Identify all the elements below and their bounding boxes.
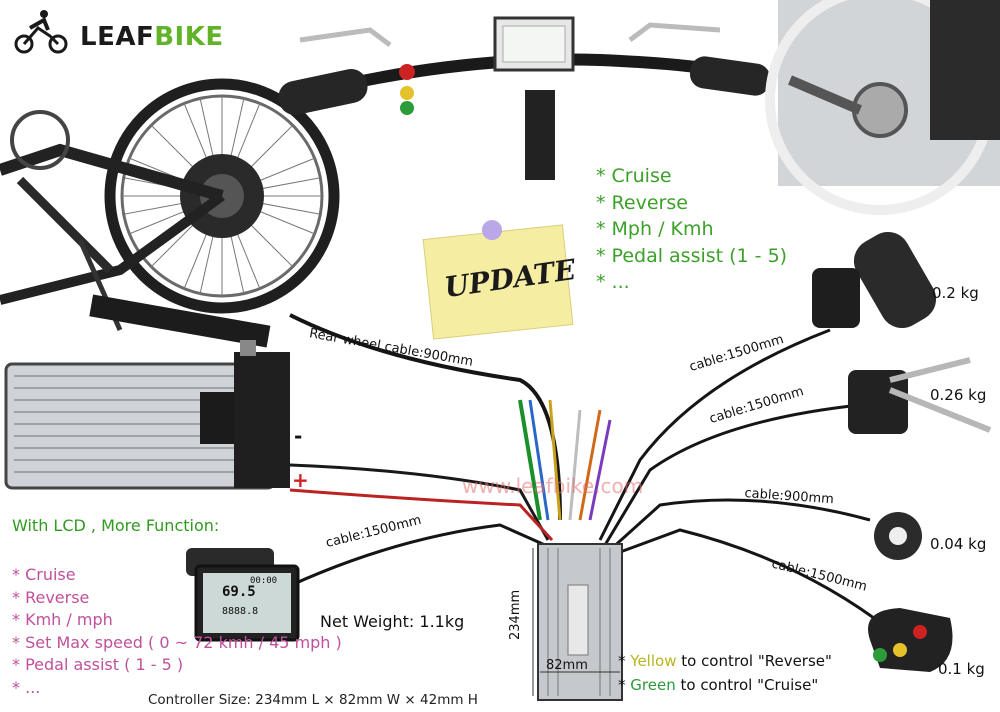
lcd-heading: With LCD , More Function:	[12, 516, 220, 535]
controller-dimension-lines	[532, 548, 620, 696]
control-switch	[868, 608, 953, 672]
weight-throttle: 0.2 kg	[932, 284, 979, 302]
wheel-closeup-photo	[765, 0, 1000, 215]
weight-brake: 0.26 kg	[930, 386, 987, 404]
lcd-speed-readout: 69.5	[222, 584, 256, 600]
battery-pack	[4, 340, 290, 490]
note-cruise: * Green to control "Cruise"	[618, 676, 818, 694]
controller-size: Controller Size: 234mm L × 82mm W × 42mm…	[148, 692, 478, 708]
cable-bundle	[259, 313, 891, 632]
list-item: * Reverse	[596, 191, 688, 214]
controller-length-label: 234mm	[508, 589, 523, 640]
brand-name-part1: LEAF	[80, 22, 155, 52]
list-item: * Kmh / mph	[12, 610, 113, 630]
features-top-list: * Cruise * Reverse * Mph / Kmh * Pedal a…	[596, 163, 787, 296]
note-text: to control "Reverse"	[676, 652, 832, 670]
controller-width-label: 82mm	[546, 658, 588, 673]
brand-name-part2: BIKE	[154, 22, 224, 52]
list-item: * Mph / Kmh	[596, 218, 714, 240]
note-prefix: *	[618, 652, 631, 670]
watermark-url: www.leafbike.com	[462, 474, 644, 498]
lcd-bottom-readout: 8888.8	[222, 606, 259, 617]
note-text: to control "Cruise"	[675, 676, 819, 694]
brand-name: LEAFBIKE	[80, 22, 224, 52]
list-item: * Pedal assist ( 1 - 5 )	[12, 655, 184, 675]
motor-controller	[537, 543, 623, 701]
weight-pas: 0.04 kg	[930, 535, 987, 553]
bike-frame	[0, 110, 271, 348]
note-yellow-word: Yellow	[630, 652, 677, 670]
lcd-top-readout: 00:00	[250, 576, 278, 586]
battery-negative-label: -	[294, 424, 303, 448]
update-sticky-note	[422, 220, 574, 340]
list-item: * Cruise	[12, 565, 76, 584]
throttle-grip	[812, 231, 937, 329]
note-green-word: Green	[630, 676, 676, 694]
net-weight: Net Weight: 1.1kg	[320, 612, 465, 631]
list-item: * Reverse	[12, 587, 90, 607]
note-reverse: * Yellow to control "Reverse"	[618, 652, 832, 670]
features-lcd-list: * Cruise * Reverse * Kmh / mph * Set Max…	[12, 564, 342, 700]
lcd-display-unit	[186, 548, 300, 642]
handlebar	[278, 16, 771, 180]
list-item: * Set Max speed ( 0 ~ 72 kmh / 45 mph )	[12, 632, 342, 652]
list-item: * ...	[12, 677, 41, 697]
cyclist-logo-icon	[14, 10, 68, 54]
battery-positive-label: +	[292, 468, 309, 492]
brake-lever	[848, 357, 992, 434]
list-item: * Cruise	[596, 165, 672, 187]
list-item: * ...	[596, 271, 630, 293]
note-prefix: *	[618, 676, 631, 694]
pas-sensor	[874, 512, 922, 560]
weight-switch: 0.1 kg	[938, 660, 985, 678]
list-item: * Pedal assist (1 - 5)	[596, 244, 788, 267]
